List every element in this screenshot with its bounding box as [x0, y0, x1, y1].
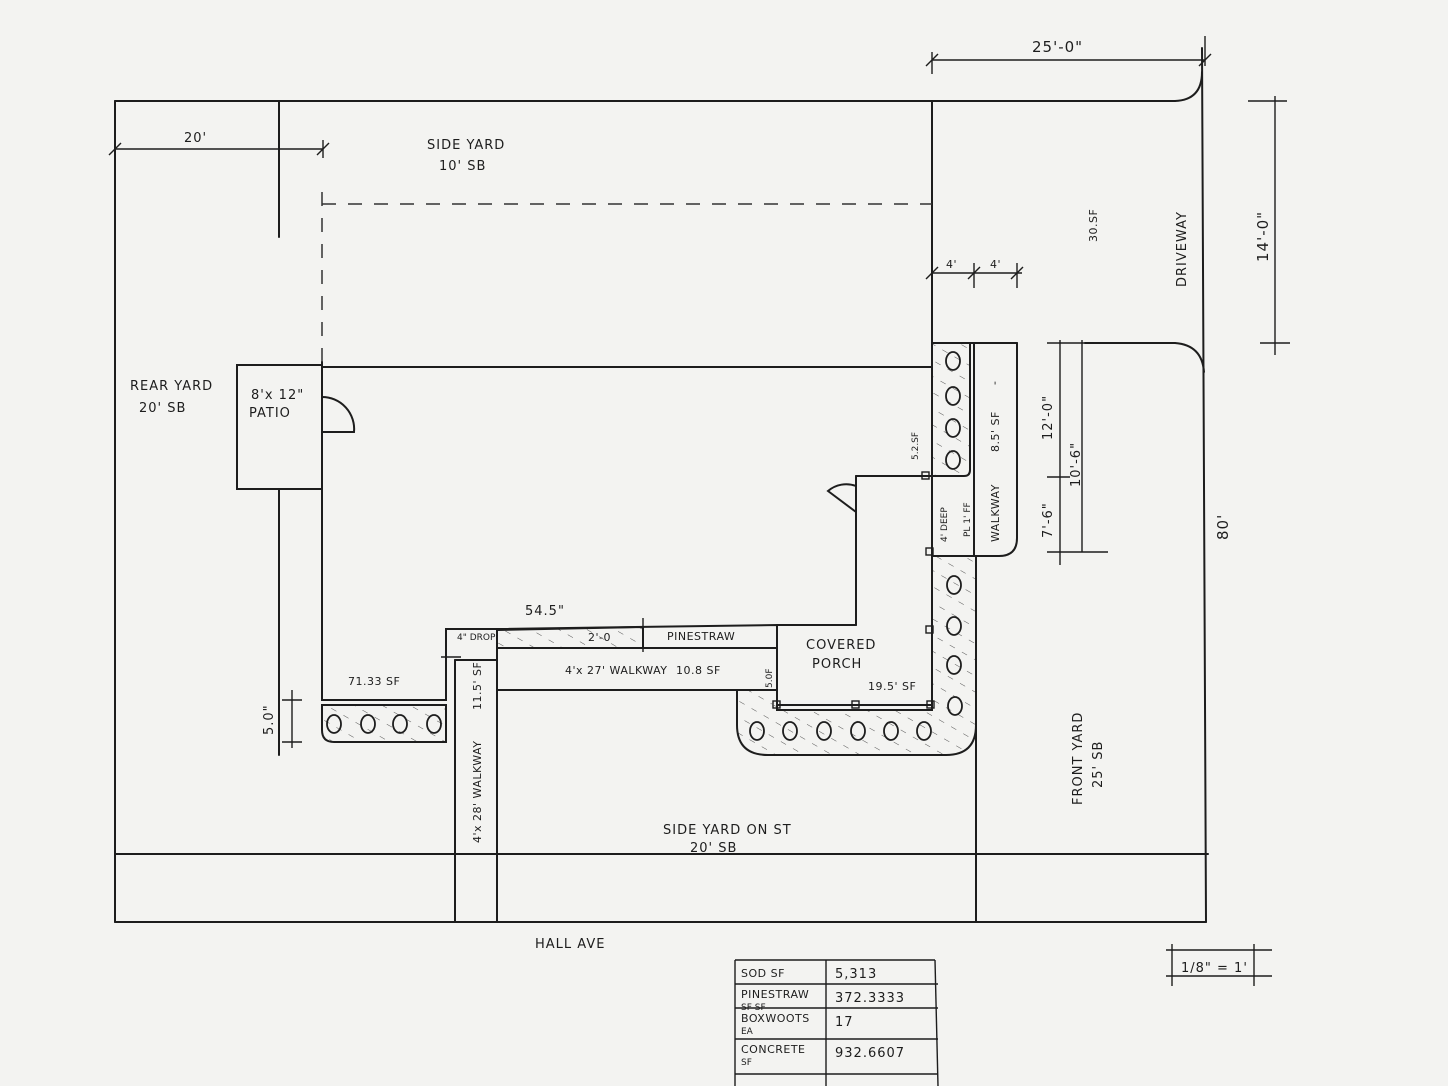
right-walkway-label: WALKWAY [989, 484, 1002, 542]
scale-label: 1/8" = 1' [1181, 961, 1248, 976]
scale-indicator: 1/8" = 1' [1166, 944, 1272, 986]
planting-bed-right [931, 342, 971, 477]
dim-right-14: 14'-0" [1254, 211, 1272, 262]
property-boundary [114, 47, 1209, 923]
legend-row-label: SF [741, 1058, 752, 1068]
dim-7-6: 7'-6" [1041, 502, 1056, 538]
driveway-label: DRIVEWAY [1175, 211, 1190, 287]
rear-yard-label: REAR YARD [130, 379, 213, 394]
legend-row-value: 5,313 [835, 967, 877, 982]
side-walkway-label: 4'x 28' WALKWAY [471, 741, 484, 843]
covered-porch-label-1: COVERED [806, 638, 876, 653]
area-19-sf: 19.5' SF [868, 680, 916, 693]
dim-2-0: 2'-0 [588, 631, 611, 644]
porch-posts [772, 471, 935, 709]
dimension-labels: 25'-0" 20' 4' 4' 54.5" 2'-0 14'-0" 12'-0… [184, 38, 1272, 735]
street-name-label: HALL AVE [535, 937, 605, 952]
main-walkway-label: 4'x 27' WALKWAY [565, 664, 667, 677]
planting-bed-left [321, 704, 447, 743]
side-walkway-sf: 11.5' SF [471, 662, 484, 710]
dim-left-20: 20' [184, 131, 207, 146]
legend-row-label: BOXWOOTS [741, 1012, 810, 1025]
side-yard-label: SIDE YARD [427, 138, 505, 153]
dimension-lines [108, 36, 1290, 748]
legend-row-label: SF SF [741, 1003, 766, 1013]
patio-size-label: 8'x 12" [251, 388, 304, 403]
covered-porch-label-2: PORCH [812, 657, 862, 672]
dim-80: 80' [1214, 514, 1232, 540]
legend-row-value: 372.3333 [835, 991, 905, 1006]
side-yard-street-setback: 20' SB [690, 841, 737, 856]
dim-4b: 4' [990, 258, 1001, 271]
drop-label: 4" DROP [457, 633, 496, 643]
front-yard-setback: 25' SB [1091, 741, 1106, 788]
legend-row-value: 932.6607 [835, 1046, 905, 1061]
pl-ff-label: PL 1' FF [963, 502, 973, 537]
yard-labels: SIDE YARD 10' SB REAR YARD 20' SB 8'x 12… [130, 138, 1190, 952]
side-yard-setback: 10' SB [439, 159, 486, 174]
dim-12: 12'-0" [1041, 395, 1056, 440]
pinestraw-label: PINESTRAW [667, 630, 735, 643]
dash-mark: - [988, 381, 1001, 385]
legend-row-label: PINESTRAW [741, 988, 809, 1001]
boxwood-shrubs [326, 351, 963, 741]
front-door-swing [826, 483, 857, 513]
area-5-2-sf: 5.2.SF [911, 432, 921, 460]
dim-54: 54.5" [525, 604, 565, 619]
side-yard-street-label: SIDE YARD ON ST [663, 823, 792, 838]
pinestraw-strip [496, 625, 644, 649]
patio-label: PATIO [249, 406, 291, 421]
legend-row-label: EA [741, 1027, 754, 1037]
dim-5-0: 5.0" [262, 704, 277, 735]
legend-row-label: SOD SF [741, 967, 785, 980]
legend-row-value: 17 [835, 1015, 854, 1030]
dim-top-25: 25'-0" [1032, 38, 1083, 56]
legend-row-label: CONCRETE [741, 1043, 806, 1056]
area-5-sf: 5.0F [765, 669, 775, 689]
main-walkway-sf: 10.8 SF [676, 664, 721, 677]
dim-4a: 4' [946, 258, 957, 271]
driveway [1084, 342, 1205, 373]
rear-yard-setback: 20' SB [139, 401, 186, 416]
dim-10-6: 10'-6" [1069, 442, 1084, 487]
area-30-sf: 30.SF [1087, 209, 1100, 242]
deep-label: 4' DEEP [940, 507, 950, 542]
right-walkway-sf: 8.5' SF [989, 411, 1002, 452]
front-yard-label: FRONT YARD [1071, 712, 1086, 805]
setback-lines [278, 100, 933, 756]
patio [236, 364, 356, 490]
area-71-sf: 71.33 SF [348, 675, 400, 688]
